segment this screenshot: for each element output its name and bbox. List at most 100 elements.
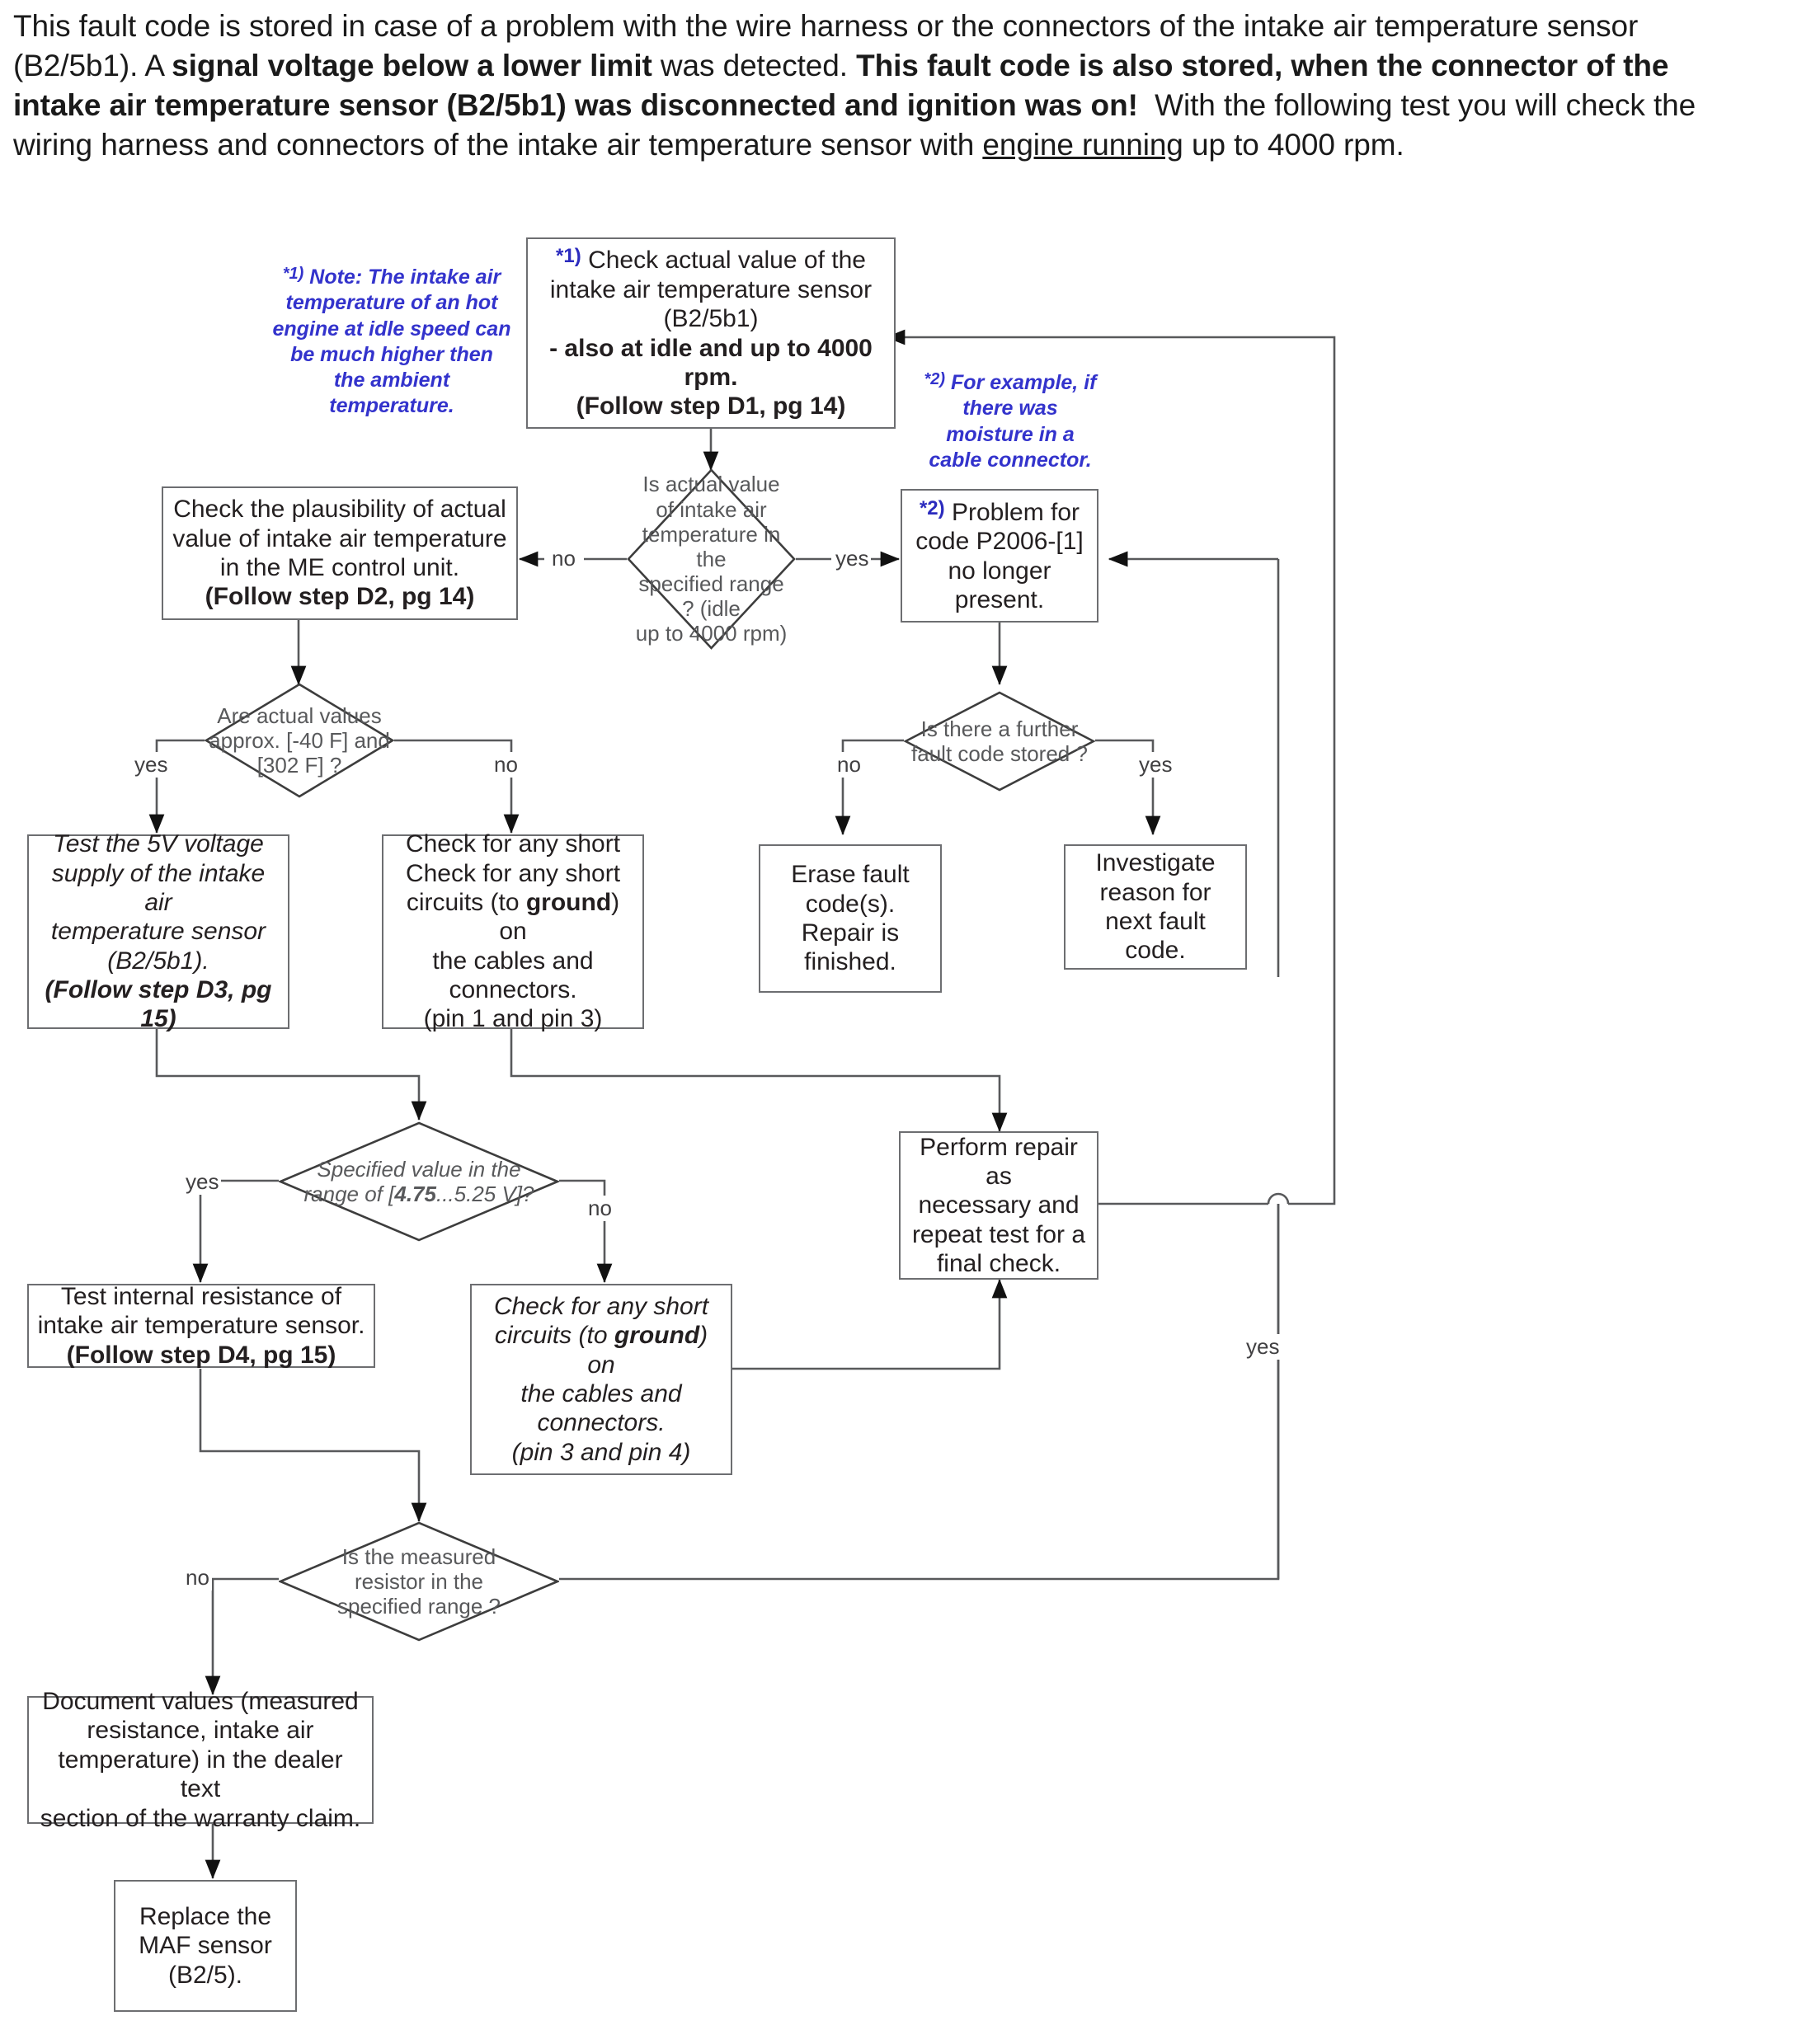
test5v-l3: temperature sensor bbox=[50, 918, 266, 946]
node-investigate-next-code[interactable]: Investigate reason for next fault code. bbox=[1064, 844, 1247, 970]
edge-label-d4-yes: yes bbox=[183, 1169, 222, 1195]
d3-l2: fault code stored ? bbox=[911, 741, 1088, 766]
d3-l1: Is there a further bbox=[920, 716, 1079, 741]
intro-paragraph: This fault code is stored in case of a p… bbox=[13, 9, 1696, 162]
note-2: *2) For example, if there was moisture i… bbox=[924, 369, 1097, 473]
node-check-actual-value[interactable]: *1) Check actual value of the intake air… bbox=[526, 237, 896, 429]
check-actual-value-l3: (B2/5b1) bbox=[663, 305, 759, 333]
plaus-l3: in the ME control unit. bbox=[219, 554, 460, 581]
resist-l2: intake air temperature sensor. bbox=[37, 1312, 365, 1340]
intro-bold-1: signal voltage below a lower limit bbox=[172, 49, 652, 83]
edge-label-loop-yes: yes bbox=[1244, 1334, 1282, 1360]
resist-l3: (Follow step D4, pg 15) bbox=[66, 1341, 336, 1369]
sc34-l3: the cables and bbox=[520, 1380, 682, 1407]
d1-l1: Is actual value bbox=[642, 472, 780, 497]
node-erase-fault-codes[interactable]: Erase fault code(s). Repair is finished. bbox=[759, 844, 942, 993]
sc34-l4: connectors. bbox=[537, 1409, 666, 1437]
invest-l2: reason for bbox=[1099, 878, 1211, 906]
d2-l2: approx. [-40 F] and bbox=[209, 727, 390, 753]
erase-l3: Repair is bbox=[801, 919, 900, 947]
erase-l4: finished. bbox=[804, 948, 896, 976]
wire-d4-yes bbox=[192, 1179, 279, 1284]
edge-label-d1-yes: yes bbox=[833, 546, 872, 571]
doc-l3: temperature) in the dealer text bbox=[58, 1746, 343, 1803]
wire-sc13-to-repair bbox=[510, 1028, 1008, 1133]
d1-l2: of intake air bbox=[656, 496, 767, 522]
doc-l1: Document values (measured bbox=[42, 1688, 359, 1716]
check-actual-value-l5: (Follow step D1, pg 14) bbox=[576, 392, 846, 421]
edge-label-d1-no: no bbox=[549, 546, 578, 571]
invest-l1: Investigate bbox=[1095, 849, 1216, 877]
check-actual-value-l1: Check actual value of the bbox=[588, 247, 866, 275]
sc13-l2: Check for any short circuits (to ground)… bbox=[405, 859, 621, 946]
d4-l1: Specified value in the bbox=[317, 1156, 521, 1182]
test5v-l1: Test the 5V voltage bbox=[53, 830, 264, 858]
check-actual-value-marker: *1) bbox=[556, 245, 581, 268]
d2-l3: [302 F] ? bbox=[256, 753, 342, 778]
test5v-l6: 15) bbox=[140, 1005, 176, 1033]
diamond-shape bbox=[279, 1121, 559, 1242]
wire-d5-no bbox=[205, 1577, 279, 1696]
edge-label-d3-no: no bbox=[835, 752, 863, 778]
d1-l4: specified range ? (idle bbox=[638, 571, 784, 622]
check-actual-value-l4: - also at idle and up to 4000 rpm. bbox=[549, 334, 873, 391]
d5-l2: resistor in the bbox=[354, 1568, 484, 1594]
d4-l2: range of [4.75...5.25 V]? bbox=[303, 1182, 534, 1206]
diamond-shape bbox=[205, 683, 394, 798]
sc34-l1: Check for any short bbox=[493, 1292, 709, 1320]
edge-label-d5-no: no bbox=[183, 1565, 212, 1591]
d5-l1: Is the measured bbox=[341, 1544, 496, 1569]
erase-l1: Erase fault bbox=[791, 861, 910, 889]
node-short-circuits-pin1-3[interactable]: Check for any short Check for any short … bbox=[382, 830, 644, 1033]
edge-label-d2-no: no bbox=[492, 752, 520, 778]
node-check-plausibility[interactable]: Check the plausibility of actual value o… bbox=[162, 486, 518, 620]
wire-sc34-to-repair bbox=[732, 1278, 1008, 1370]
sc13-l3: the cables and bbox=[432, 947, 594, 975]
node-document-values[interactable]: Document values (measured resistance, in… bbox=[27, 1688, 374, 1832]
decision-measured-resistor-range[interactable]: Is the measured resistor in the specifie… bbox=[279, 1521, 559, 1642]
check-actual-value-l2: intake air temperature sensor bbox=[549, 275, 873, 303]
p2006-l3: no longer bbox=[948, 557, 1051, 585]
plaus-l4: (Follow step D2, pg 14) bbox=[205, 583, 475, 611]
node-test-internal-resistance[interactable]: Test internal resistance of intake air t… bbox=[27, 1282, 375, 1369]
p2006-l2: code P2006-[1] bbox=[915, 528, 1084, 556]
decision-actual-values-approx[interactable]: Are actual values approx. [-40 F] and [3… bbox=[205, 683, 394, 798]
maf-l1: Replace the bbox=[139, 1902, 272, 1930]
node-perform-repair[interactable]: Perform repair as necessary and repeat t… bbox=[899, 1131, 1098, 1280]
decision-actual-value-in-range[interactable]: Is actual value of intake air temperatur… bbox=[627, 468, 796, 650]
p2006-l1: Problem for bbox=[951, 498, 1080, 526]
edge-label-d2-yes: yes bbox=[132, 752, 171, 778]
decision-further-fault-code[interactable]: Is there a further fault code stored ? bbox=[904, 691, 1095, 792]
p2006-l4: present. bbox=[954, 585, 1045, 613]
invest-l3: next fault code. bbox=[1105, 908, 1206, 965]
doc-l4: section of the warranty claim. bbox=[40, 1804, 361, 1832]
plaus-l1: Check the plausibility of actual bbox=[173, 496, 506, 524]
note-1-text: Note: The intake air temperature of an h… bbox=[272, 265, 511, 418]
edge-label-d3-yes: yes bbox=[1136, 752, 1175, 778]
wire-hop bbox=[1267, 1192, 1290, 1205]
diamond-shape bbox=[279, 1521, 559, 1642]
test5v-l2: supply of the intake air bbox=[51, 859, 266, 916]
node-short-circuits-pin3-4[interactable]: Check for any short circuits (to ground)… bbox=[470, 1284, 732, 1475]
sc13-l4: connectors. bbox=[449, 976, 577, 1004]
node-replace-maf-sensor[interactable]: Replace the MAF sensor (B2/5). bbox=[114, 1880, 297, 2012]
erase-l2: code(s). bbox=[805, 890, 896, 918]
note-1: *1) Note: The intake air temperature of … bbox=[272, 264, 511, 420]
maf-l2: MAF sensor bbox=[139, 1932, 272, 1960]
d2-l1: Are actual values bbox=[217, 702, 382, 728]
diamond-shape bbox=[627, 468, 796, 650]
wire-5v-to-d4 bbox=[155, 1028, 427, 1121]
resist-l1: Test internal resistance of bbox=[60, 1282, 342, 1310]
sc34-l5: (pin 3 and pin 4) bbox=[511, 1438, 691, 1466]
node-test-5v-supply[interactable]: Test the 5V voltage supply of the intake… bbox=[27, 830, 289, 1033]
decision-specified-value-range[interactable]: Specified value in the range of [4.75...… bbox=[279, 1121, 559, 1242]
sc13-l5: (pin 1 and pin 3) bbox=[423, 1005, 603, 1033]
node-problem-no-longer-present[interactable]: *2) Problem for code P2006-[1] no longer… bbox=[901, 489, 1098, 623]
doc-l2: resistance, intake air bbox=[87, 1717, 314, 1745]
wire-resist-to-d5 bbox=[199, 1369, 427, 1523]
d5-l3: specified range ? bbox=[336, 1594, 501, 1619]
note-2-text: For example, if there was moisture in a … bbox=[929, 371, 1097, 472]
repair-l2: necessary and bbox=[918, 1191, 1080, 1219]
intro-bold-2: This fault code is also stored, when the… bbox=[13, 49, 1669, 123]
